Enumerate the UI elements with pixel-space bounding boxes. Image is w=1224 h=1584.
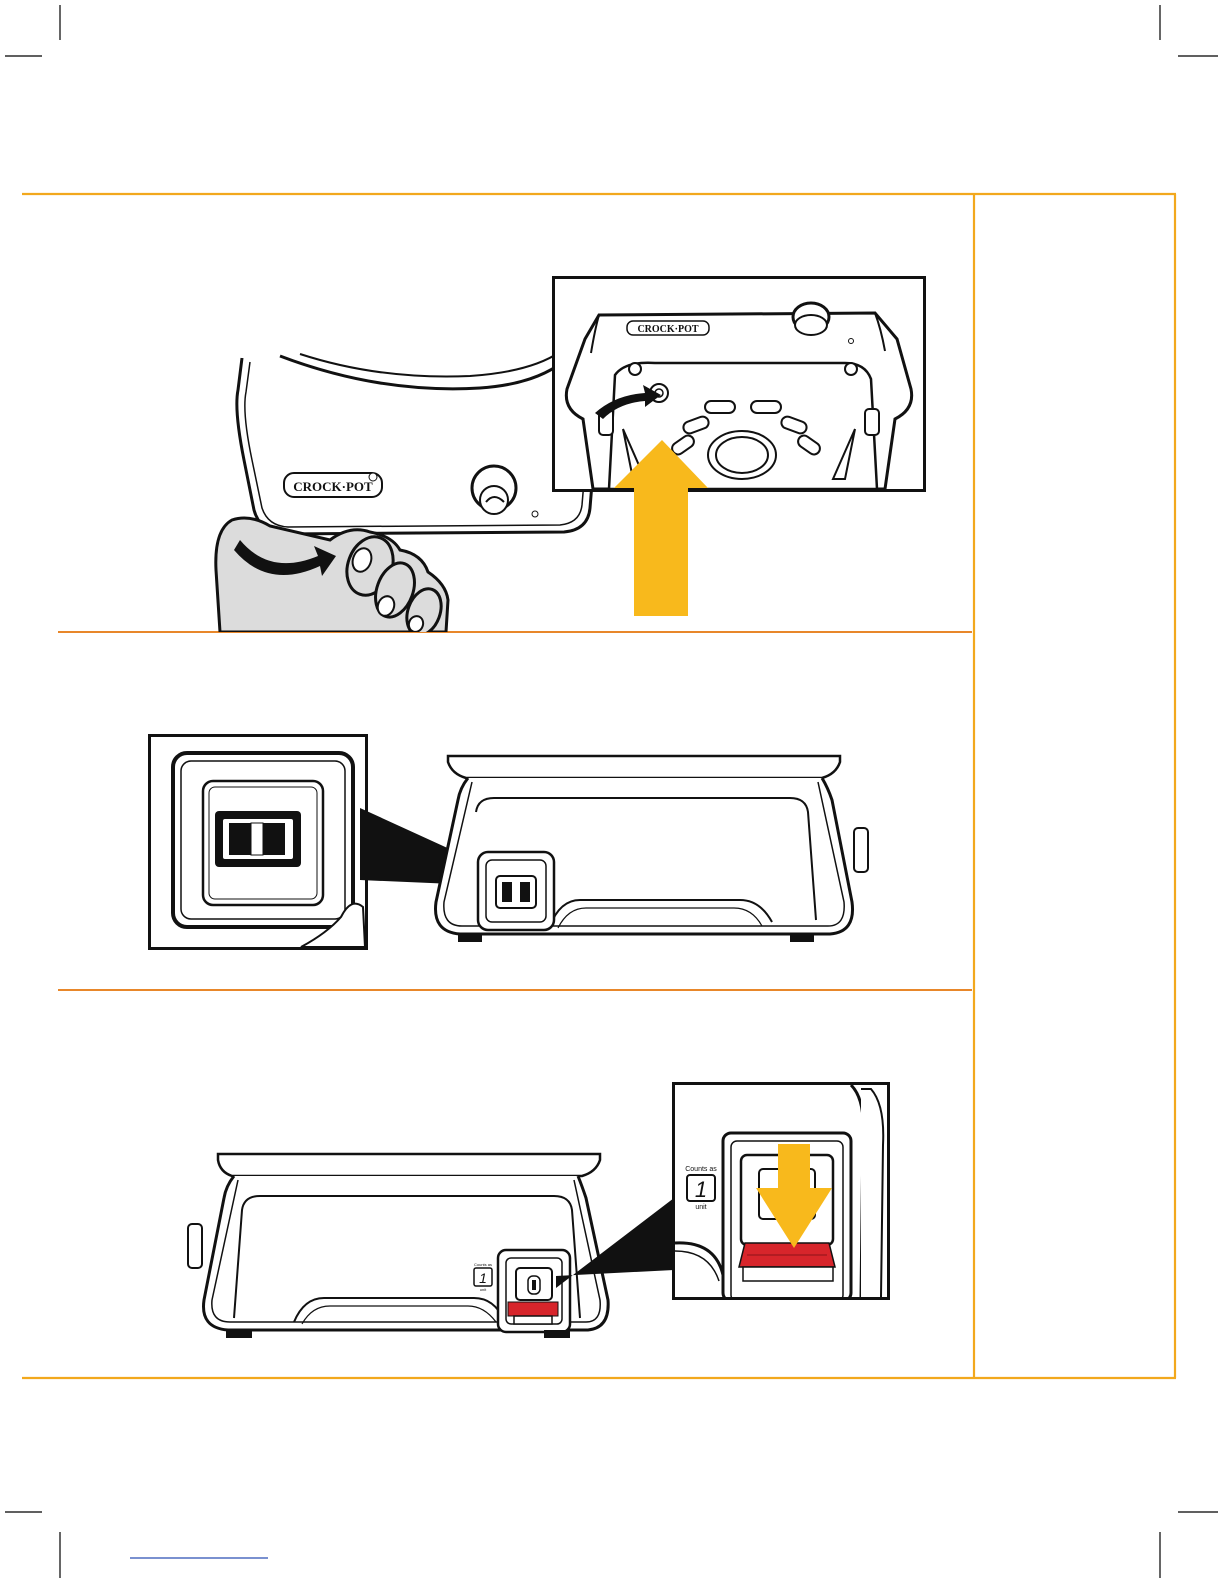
- crock-pot-logo-inset: CROCK·POT: [627, 321, 709, 335]
- units-badge: Counts as 1 unit: [685, 1166, 717, 1211]
- svg-text:unit: unit: [695, 1204, 706, 1211]
- svg-text:Counts as: Counts as: [685, 1166, 717, 1173]
- svg-text:Counts as: Counts as: [474, 1262, 492, 1267]
- up-arrow-icon: [612, 440, 712, 616]
- base-rear-illustration: [430, 752, 870, 944]
- down-arrow-icon: [754, 1144, 834, 1250]
- svg-text:CROCK·POT: CROCK·POT: [293, 479, 373, 494]
- power-socket-inset: [148, 734, 368, 950]
- svg-text:1: 1: [695, 1177, 707, 1202]
- power-socket-icon: [215, 811, 301, 867]
- svg-text:CROCK·POT: CROCK·POT: [637, 324, 698, 335]
- slow-cooker-front-illustration: CROCK·POT: [210, 350, 610, 632]
- base-rear-latch-illustration: Counts as 1 unit: [184, 1150, 614, 1340]
- callout-wedge-2: [556, 1198, 676, 1296]
- inset-underside-view: CROCK·POT: [552, 276, 926, 492]
- svg-text:1: 1: [479, 1270, 487, 1286]
- svg-text:unit: unit: [480, 1287, 487, 1292]
- crock-pot-logo: CROCK·POT: [284, 473, 382, 497]
